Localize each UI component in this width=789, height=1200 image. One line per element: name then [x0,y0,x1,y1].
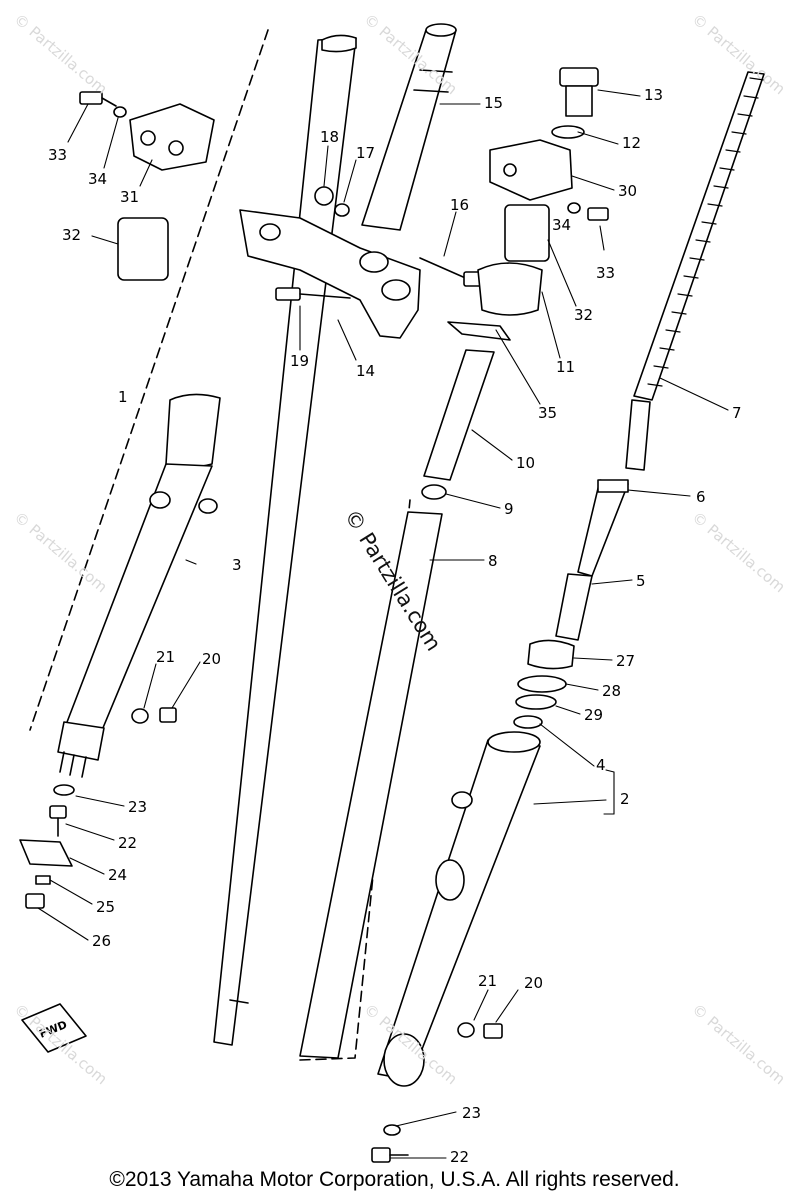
guide-35 [447,321,511,341]
callout-label: 4 [596,756,606,774]
inner-tube-8 [299,511,443,1059]
washer-21-left [131,708,149,724]
bracket-30 [489,139,573,201]
oil-seal-27 [527,639,575,670]
damper-rod-6 [577,399,651,577]
clip-29 [515,694,557,710]
cover-32-left [117,217,169,281]
washer-34-right [567,202,581,214]
cap-bolt-13 [559,67,599,117]
washer-23-left [53,784,75,796]
callout-label: 34 [88,170,108,188]
callout-label: 14 [356,362,376,380]
steering-stem-15 [361,23,457,231]
callout-label: 3 [232,556,242,574]
bracket-dashed-1 [29,29,411,1061]
bolt-20-left [159,707,177,723]
under-bracket-14 [239,209,421,339]
copyright-notice: ©2013 Yamaha Motor Corporation, U.S.A. A… [109,1168,680,1191]
callout-label: 20 [524,974,544,992]
holder-24 [19,839,73,867]
nut-25 [35,875,51,885]
bolt-20-right [483,1023,503,1039]
callout-label: 18 [320,128,340,146]
callout-label: 2 [620,790,630,808]
fwd-arrow-icon: FWD [21,1003,87,1053]
rod-piece-5 [555,573,593,641]
callout-label: 11 [556,358,576,376]
bolt-16 [419,257,483,287]
callout-label: 15 [484,94,504,112]
outer-tube-right [377,731,541,1087]
cap-26 [25,893,45,909]
nut-18 [314,186,334,206]
callout-label: 20 [202,650,222,668]
callout-label: 30 [618,182,638,200]
callout-label: 29 [584,706,604,724]
seat-9 [421,484,447,500]
leader-lines [37,89,729,1159]
callout-label: 19 [290,352,310,370]
callout-label: 35 [538,404,558,422]
callout-label: 28 [602,682,622,700]
callout-label: 31 [120,188,140,206]
callout-label: 27 [616,652,636,670]
callout-label: 8 [488,552,498,570]
callout-label: 21 [478,972,498,990]
headlight-bracket-31 [129,103,215,171]
callout-label: 34 [552,216,572,234]
washer-34-left [113,106,127,118]
callout-label: 21 [156,648,176,666]
outer-tube-left [57,393,221,778]
callout-label: 33 [596,264,616,282]
washer-28 [517,675,567,693]
cover-32-right [504,204,550,262]
callout-label: 10 [516,454,536,472]
callout-label: 1 [118,388,128,406]
callout-label: 33 [48,146,68,164]
callout-label: 13 [644,86,664,104]
o-ring-12 [551,125,585,139]
bolt-22-left [49,805,67,837]
callout-label: 17 [356,144,376,162]
bolt-33-right [587,207,609,221]
clip-4 [513,715,543,729]
callout-label: 32 [574,306,594,324]
callout-label: 6 [696,488,706,506]
inner-tube-left [213,34,357,1046]
callout-label: 9 [504,500,514,518]
washer-21-right [457,1022,475,1038]
washer-17 [334,203,350,217]
callout-label: 23 [462,1104,482,1122]
callout-label: 25 [96,898,116,916]
tube-10 [423,349,495,481]
washer-23-right [383,1124,401,1136]
bolt-19 [275,287,351,301]
callout-label: 5 [636,572,646,590]
callout-label: 16 [450,196,470,214]
callout-label: 7 [732,404,742,422]
callout-label: 26 [92,932,112,950]
bolt-33-left [79,91,117,107]
fork-spring-7 [633,71,765,401]
bolt-22-right [371,1147,409,1163]
callout-label: 22 [118,834,138,852]
callout-label: 24 [108,866,128,884]
cover-11 [477,262,543,316]
callout-label: 23 [128,798,148,816]
callout-label: 22 [450,1148,470,1166]
callout-label: 32 [62,226,82,244]
callout-label: 12 [622,134,642,152]
